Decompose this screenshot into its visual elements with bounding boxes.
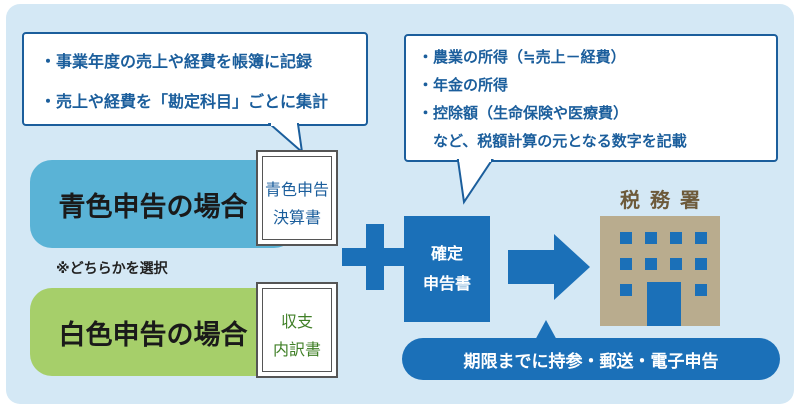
final-tax-return-doc: 確定 申告書 <box>404 216 490 322</box>
bubble-tail <box>456 156 494 205</box>
doc-line: 青色申告 <box>264 180 329 199</box>
white-return-case-label: 白色申告の場合 <box>58 319 248 351</box>
right-arrow-icon <box>508 234 590 300</box>
tax-office-building-icon <box>600 216 720 326</box>
banner-pointer <box>534 320 558 342</box>
doc-line: 決算書 <box>272 208 321 227</box>
bubble-line: ・年金の所得 <box>418 76 509 94</box>
bubble-line: ・事業年度の売上や経費を帳簿に記録 <box>40 52 313 71</box>
doc-line: 確定 <box>430 244 463 263</box>
blue-return-explanation-bubble: ・事業年度の売上や経費を帳簿に記録 ・売上や経費を「勘定科目」ごとに集計 <box>22 32 368 126</box>
bubble-line: ・控除額（生命保険や医療費） <box>418 104 629 122</box>
doc-line: 内訳書 <box>272 340 321 359</box>
white-return-case: 白色申告の場合 <box>30 288 296 376</box>
choice-note: ※どちらかを選択 <box>56 261 168 277</box>
bubble-tail <box>268 120 304 155</box>
doc-line: 収支 <box>280 312 313 331</box>
doc-inner-frame <box>262 156 332 240</box>
doc-line: 申告書 <box>422 274 471 293</box>
tax-office-label: 税務署 <box>620 188 710 212</box>
plus-icon-horizontal-bar <box>342 248 408 266</box>
bubble-line: ・売上や経費を「勘定科目」ごとに集計 <box>40 92 329 111</box>
income-expense-statement-doc: 収支 内訳書 <box>256 282 338 378</box>
doc-inner-frame <box>262 288 332 372</box>
blue-return-case: 青色申告の場合 <box>30 160 296 248</box>
submission-methods-banner: 期限までに持参・郵送・電子申告 <box>402 338 780 380</box>
tax-return-contents-bubble: ・農業の所得（≒売上－経費） ・年金の所得 ・控除額（生命保険や医療費） など、… <box>404 34 778 162</box>
blue-return-case-label: 青色申告の場合 <box>58 191 248 223</box>
blue-return-financial-statement-doc: 青色申告 決算書 <box>256 150 338 246</box>
bubble-line: など、税額計算の元となる数字を記載 <box>418 132 687 150</box>
bubble-line: ・農業の所得（≒売上－経費） <box>418 48 626 66</box>
